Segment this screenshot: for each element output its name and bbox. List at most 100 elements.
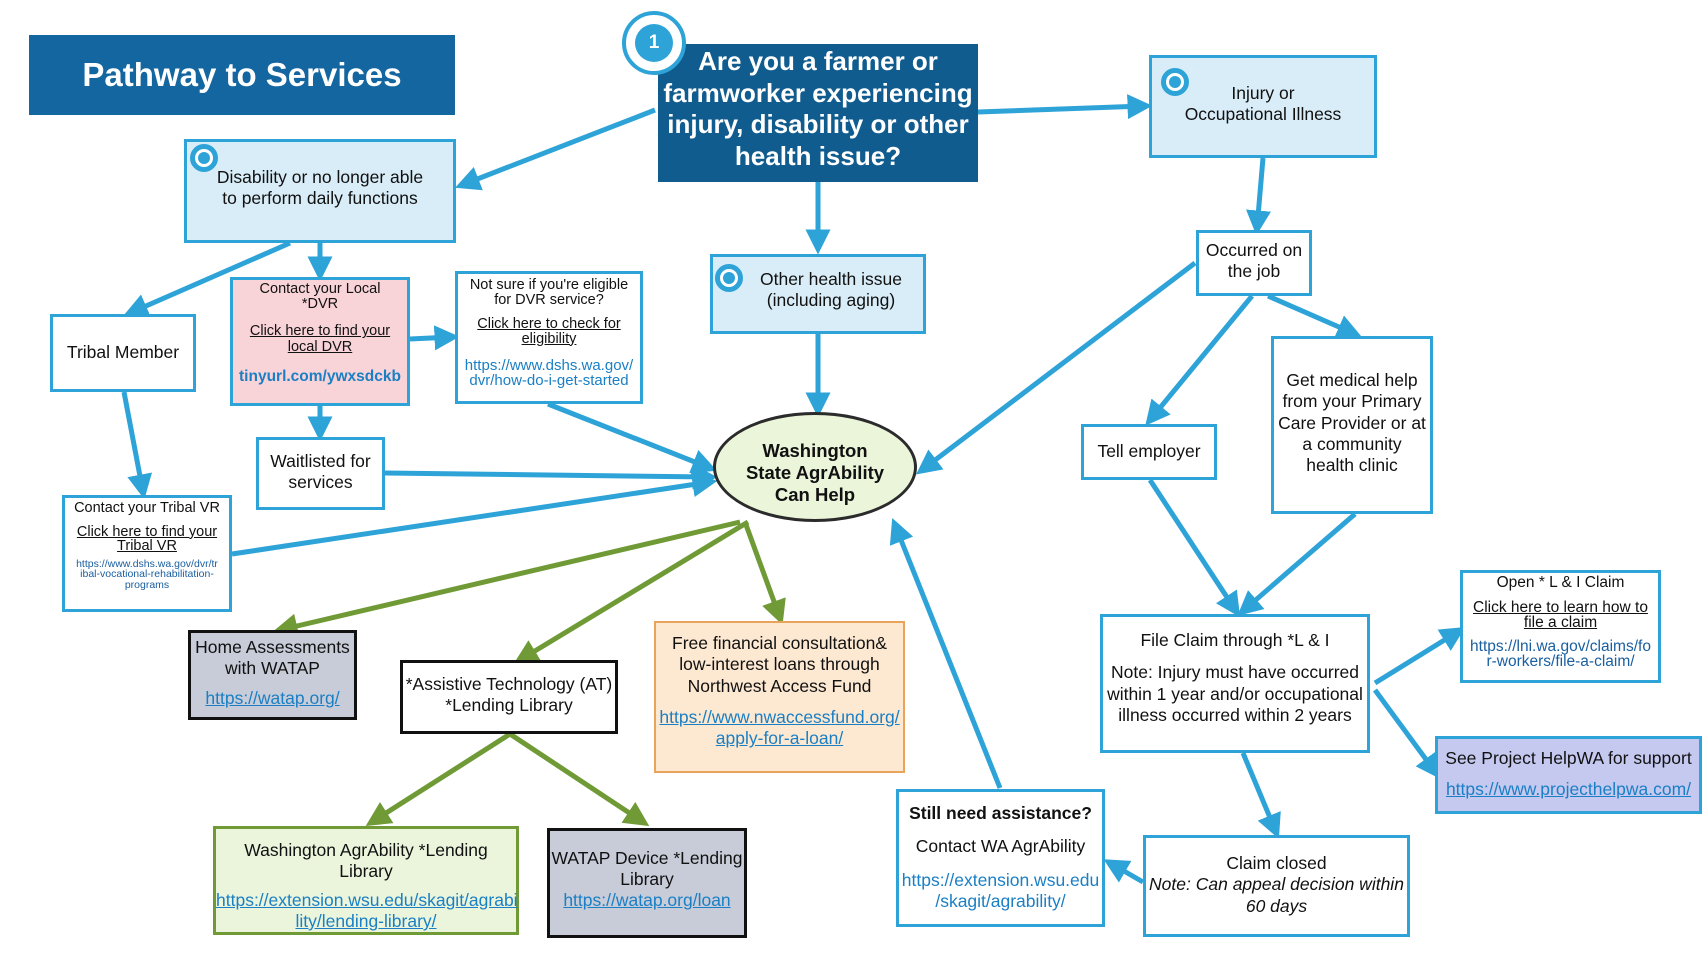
home-assessments-box: Home Assessments with WATAP https://wata…	[188, 630, 357, 720]
dvr-find-link-1[interactable]: Click here to find your	[249, 323, 391, 340]
arrow-waitlisted-to-center	[384, 464, 718, 490]
wa-lending-line-1: Washington AgrAbility *Lending Library	[244, 840, 488, 882]
arrow-question-to-injury	[977, 94, 1153, 120]
arrow-file-to-open	[1373, 627, 1466, 686]
tribal-vr-url-1[interactable]: https://www.dshs.wa.gov/dvr/tr	[76, 557, 218, 570]
center-line-1: Washington	[762, 440, 868, 461]
medical-line-5: health clinic	[1306, 455, 1398, 476]
other-health-target-icon	[715, 264, 743, 292]
watap-loan-link[interactable]: https://watap.org/loan	[563, 890, 731, 910]
wa-lending-link-1[interactable]: https://extension.wsu.edu/skagit/agrabi	[216, 889, 518, 910]
arrow-at-to-watap	[508, 731, 650, 827]
lni-url-1[interactable]: https://lni.wa.gov/claims/fo	[1470, 637, 1651, 655]
tell-employer-label: Tell employer	[1097, 441, 1201, 461]
open-claim-learn-link-2[interactable]: file a claim	[1523, 614, 1598, 631]
home-line-2: with WATAP	[225, 658, 320, 679]
watap-device-box: WATAP Device *Lending Library https://wa…	[547, 828, 747, 938]
injury-target-icon	[1161, 68, 1189, 96]
claim-closed-line-1: Claim closed	[1226, 853, 1327, 873]
open-claim-line-1: Open * L & I Claim	[1496, 574, 1625, 591]
at-lending-library-box: *Assistive Technology (AT) *Lending Libr…	[400, 660, 618, 734]
financial-line-1: Free financial consultation&	[672, 633, 887, 653]
tribal-vr-link-2[interactable]: Tribal VR	[117, 538, 177, 554]
injury-box: Injury or Occupational Illness	[1149, 55, 1377, 158]
eligibility-check-link-2[interactable]: eligibility	[521, 330, 577, 347]
step-number-badge: 1	[622, 11, 686, 75]
injury-line-2: Occupational Illness	[1184, 104, 1342, 125]
open-claim-box: Open * L & I Claim Click here to learn h…	[1460, 570, 1661, 683]
injury-line-1: Injury or	[1231, 83, 1295, 103]
agrability-center-ellipse: Washington State AgrAbility Can Help	[713, 412, 917, 522]
dvr-short-url[interactable]: tinyurl.com/ywxsdckb	[239, 367, 401, 385]
disability-line-1: Disability or no longer able	[216, 167, 424, 187]
arrow-tell-to-file	[1147, 478, 1241, 618]
watap-device-line-1: WATAP Device *Lending	[551, 848, 743, 868]
eligibility-check-link-1[interactable]: Click here to check for	[477, 316, 621, 332]
claim-closed-box: Claim closed Note: Can appeal decision w…	[1143, 835, 1410, 937]
file-claim-note-3: illness occurred within 2 years	[1118, 705, 1352, 726]
arrow-eligibility-to-center	[547, 401, 717, 474]
open-claim-learn-link-1[interactable]: Click here to learn how to	[1473, 598, 1648, 616]
still-need-box: Still need assistance? Contact WA AgrAbi…	[896, 789, 1105, 927]
agrability-site-link-1[interactable]: https://extension.wsu.edu	[901, 869, 1100, 890]
eligibility-line-1: Not sure if you're eligible	[469, 277, 629, 293]
occurred-line-1: Occurred on	[1205, 240, 1303, 260]
file-claim-note-2: within 1 year and/or occupational	[1107, 683, 1363, 704]
center-line-2: State AgrAbility	[745, 462, 885, 484]
occurred-on-job-box: Occurred on the job	[1196, 230, 1312, 296]
medical-line-2: from your Primary	[1282, 391, 1422, 412]
claim-closed-note-2: 60 days	[1245, 895, 1308, 916]
arrow-file-to-closed	[1240, 752, 1281, 839]
tribal-vr-line-1: Contact your Tribal VR	[74, 500, 220, 516]
title-banner: Pathway to Services	[29, 35, 455, 115]
lni-url-2[interactable]: r-workers/file-a-claim/	[1486, 653, 1635, 670]
step-number: 1	[635, 24, 673, 62]
medical-help-box: Get medical help from your Primary Care …	[1271, 336, 1433, 514]
dvr-find-link-2[interactable]: local DVR	[287, 338, 353, 355]
agrability-site-link-2[interactable]: /skagit/agrability/	[935, 891, 1066, 912]
waitlisted-box: Waitlisted for services	[256, 437, 385, 510]
file-claim-line-1: File Claim through *L & I	[1140, 630, 1330, 650]
occurred-line-2: the job	[1227, 261, 1281, 282]
tribal-member-box: Tribal Member	[50, 314, 196, 392]
at-line-1: *Assistive Technology (AT)	[405, 674, 613, 694]
still-need-line-1: Still need assistance?	[909, 803, 1092, 823]
arrow-at-to-walending	[365, 731, 512, 827]
financial-line-3: Northwest Access Fund	[687, 675, 872, 696]
claim-closed-note-1: Note: Can appeal decision within	[1149, 874, 1404, 895]
waitlisted-line-2: services	[288, 472, 353, 493]
eligibility-url-1[interactable]: https://www.dshs.wa.gov/	[464, 357, 634, 374]
arrow-occurred-to-medical	[1266, 293, 1362, 339]
tribal-vr-url-3[interactable]: programs	[124, 578, 170, 591]
question-line-2: farmworker experiencing	[663, 77, 973, 108]
tribal-vr-link-1[interactable]: Click here to find your	[76, 523, 218, 540]
arrow-center-to-financial	[742, 521, 786, 626]
tell-employer-box: Tell employer	[1081, 424, 1217, 480]
tribal-vr-url-2[interactable]: ibal-vocational-rehabilitation-	[80, 568, 214, 580]
helpwa-link[interactable]: https://www.projecthelpwa.com/	[1445, 779, 1692, 800]
question-line-4: health issue?	[734, 141, 902, 172]
eligibility-box: Not sure if you're eligible for DVR serv…	[455, 271, 643, 404]
file-claim-note-1: Note: Injury must have occurred	[1110, 662, 1360, 683]
arrow-medical-to-file	[1237, 512, 1357, 616]
wa-lending-link-2[interactable]: lity/lending-library/	[295, 911, 437, 932]
helpwa-box: See Project HelpWA for support https://w…	[1435, 736, 1702, 814]
question-line-3: injury, disability or other	[667, 109, 969, 140]
tribal-member-label: Tribal Member	[66, 342, 180, 362]
medical-line-4: a community	[1302, 434, 1402, 455]
wa-lending-library-box: Washington AgrAbility *Lending Library h…	[213, 826, 519, 935]
arrow-file-to-helpwa	[1372, 688, 1441, 780]
nwaf-link-1[interactable]: https://www.nwaccessfund.org/	[659, 707, 900, 728]
arrow-still-to-center	[889, 518, 1003, 789]
medical-line-1: Get medical help	[1286, 370, 1418, 390]
main-question-box: Are you a farmer or farmworker experienc…	[658, 44, 978, 182]
dvr-box: Contact your Local *DVR Click here to fi…	[230, 277, 410, 406]
watap-link[interactable]: https://watap.org/	[205, 687, 340, 708]
arrow-occurred-to-tell	[1145, 294, 1254, 426]
eligibility-url-2[interactable]: dvr/how-do-i-get-started	[469, 372, 629, 389]
medical-line-3: Care Provider or at	[1278, 412, 1426, 433]
nwaf-link-2[interactable]: apply-for-a-loan/	[715, 728, 844, 749]
other-health-line-2: (including aging)	[766, 290, 896, 311]
watap-device-line-2: Library	[620, 869, 674, 889]
other-health-line-1: Other health issue	[759, 269, 903, 289]
